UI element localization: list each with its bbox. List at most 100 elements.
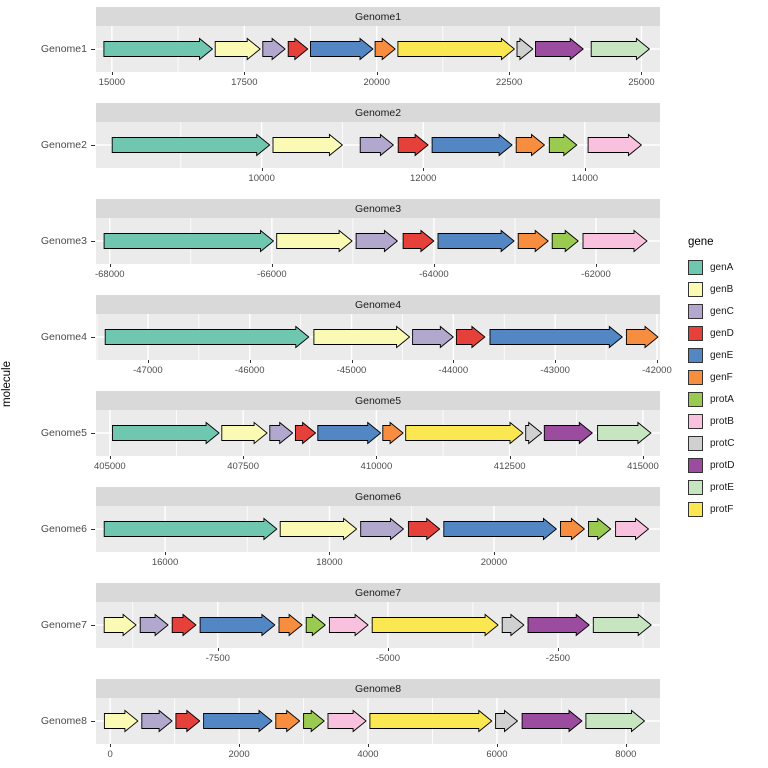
y-tick-mark: [91, 49, 95, 50]
x-tick-label: 18000: [316, 557, 343, 568]
gene-arrow-protC: [525, 421, 543, 445]
legend-item-genB: genB: [688, 278, 734, 300]
gene-arrow-protD: [535, 37, 584, 61]
gene-arrow-genB: [272, 133, 344, 157]
x-tick-mark: [244, 72, 246, 75]
y-tick-mark: [91, 337, 95, 338]
x-tick-mark: [493, 552, 495, 555]
gene-arrow-genF: [560, 517, 586, 541]
x-tick-label: 20000: [363, 77, 390, 88]
legend-label-genC: genC: [710, 305, 734, 317]
legend-swatch-genD: [688, 325, 703, 341]
gene-arrow-protF: [405, 421, 524, 445]
x-tick-mark: [111, 72, 113, 75]
legend-label-genF: genF: [710, 371, 733, 383]
legend-item-protE: protE: [688, 476, 734, 498]
facet-panel-genome5: [96, 410, 660, 456]
legend-label-genB: genB: [710, 283, 734, 295]
x-tick-mark: [557, 648, 559, 651]
legend-item-protC: protC: [688, 432, 734, 454]
y-axis-label-genome1: Genome1: [40, 43, 87, 55]
x-tick-mark: [453, 360, 455, 363]
gene-arrow-protE: [590, 37, 651, 61]
legend-item-protA: protA: [688, 388, 734, 410]
gene-arrow-genF: [278, 613, 303, 637]
x-tick-mark: [243, 456, 245, 459]
x-tick-mark: [509, 72, 511, 75]
x-tick-mark: [376, 72, 378, 75]
legend-swatch-genF: [688, 369, 703, 385]
x-tick-label: 22500: [495, 77, 523, 88]
gene-arrow-protB: [582, 229, 648, 253]
y-axis-label-genome6: Genome6: [40, 523, 87, 535]
gene-arrow-genD: [175, 709, 201, 733]
x-tick-label: -44000: [438, 365, 469, 376]
x-tick-mark: [642, 456, 644, 459]
legend-label-genE: genE: [710, 349, 734, 361]
x-tick-label: -45000: [336, 365, 367, 376]
x-tick-mark: [261, 168, 263, 171]
gene-arrow-genF: [625, 325, 659, 349]
y-tick-mark: [91, 625, 95, 626]
gene-arrow-protF: [371, 613, 499, 637]
x-tick-mark: [249, 360, 251, 363]
gene-arrow-genD: [294, 421, 317, 445]
x-tick-label: -62000: [581, 269, 611, 280]
y-axis-label-genome5: Genome5: [40, 427, 87, 439]
gene-arrow-genE: [317, 421, 382, 445]
gene-arrow-protB: [327, 709, 367, 733]
gene-arrow-protE: [585, 709, 646, 733]
x-tick-label: -66000: [257, 269, 287, 280]
x-tick-mark: [625, 744, 627, 747]
gene-arrow-protA: [303, 709, 325, 733]
x-tick-label: 16000: [151, 557, 179, 568]
gene-arrow-genF: [515, 133, 546, 157]
legend-item-protD: protD: [688, 454, 734, 476]
x-tick-label: 415000: [627, 461, 659, 472]
gene-arrow-genB: [221, 421, 268, 445]
x-tick-label: 407500: [227, 461, 259, 472]
x-tick-mark: [147, 360, 149, 363]
facet-panel-genome1: [96, 26, 660, 72]
legend-label-protB: protB: [710, 415, 734, 427]
gene-arrow-genC: [262, 37, 286, 61]
gene-arrow-genC: [412, 325, 455, 349]
facet-strip-genome7: Genome7: [96, 583, 660, 602]
x-tick-label: -43000: [540, 365, 570, 376]
facet-strip-genome1: Genome1: [96, 7, 660, 26]
x-tick-mark: [496, 744, 498, 747]
x-tick-mark: [387, 648, 389, 651]
gene-arrow-protE: [597, 421, 652, 445]
x-tick-mark: [376, 456, 378, 459]
x-tick-label: 15000: [98, 77, 126, 88]
x-tick-label: 20000: [480, 557, 508, 568]
x-tick-mark: [217, 648, 219, 651]
facet-strip-genome5: Genome5: [96, 391, 660, 410]
gene-arrow-protB: [587, 133, 643, 157]
gene-arrow-genE: [431, 133, 513, 157]
gene-arrow-protE: [592, 613, 652, 637]
gene-arrow-genB: [276, 229, 353, 253]
gene-arrow-protD: [543, 421, 594, 445]
gene-arrow-genD: [402, 229, 435, 253]
y-axis-label-genome2: Genome2: [40, 139, 87, 151]
gene-arrow-genE: [489, 325, 624, 349]
gene-arrow-genC: [360, 517, 405, 541]
legend-swatch-protA: [688, 391, 703, 407]
facet-strip-genome3: Genome3: [96, 199, 660, 218]
gene-arrow-protC: [516, 37, 534, 61]
gene-arrow-genF: [382, 421, 404, 445]
x-tick-mark: [595, 264, 597, 267]
gene-arrow-genA: [103, 517, 278, 541]
x-tick-label: 12000: [410, 173, 437, 184]
facet-panel-genome7: [96, 602, 660, 648]
legend-item-protB: protB: [688, 410, 734, 432]
x-tick-mark: [423, 168, 425, 171]
x-tick-label: 405000: [94, 461, 126, 472]
x-tick-label: -42000: [642, 365, 672, 376]
x-tick-mark: [555, 360, 557, 363]
legend-label-protF: protF: [710, 503, 734, 515]
x-tick-label: 0: [107, 749, 113, 760]
gene-arrow-protB: [328, 613, 369, 637]
legend-swatch-genB: [688, 281, 703, 297]
